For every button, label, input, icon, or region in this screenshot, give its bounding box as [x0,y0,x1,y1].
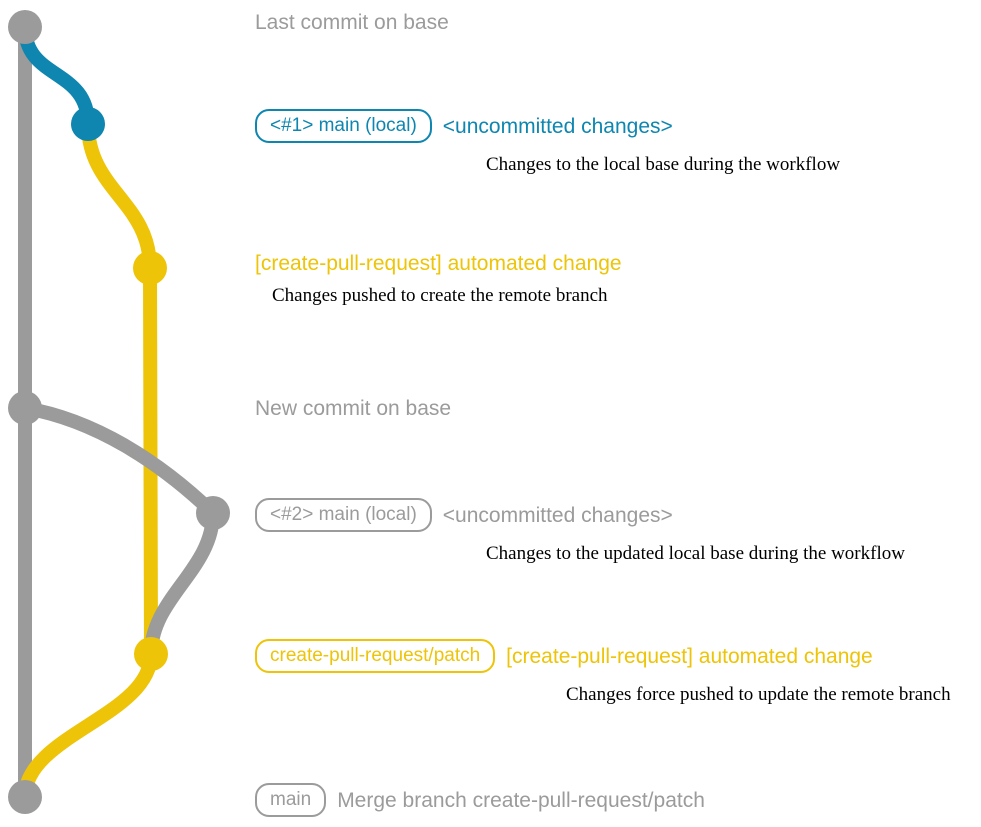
commit-headline: Last commit on base [255,12,449,33]
ref-badge[interactable]: main [255,783,327,817]
ref-badge[interactable]: <#2> main (local) [255,498,432,532]
commit-node-local-1[interactable] [71,107,105,141]
edge-merge-lane-to-patch [144,506,220,661]
commit-headline: <#2> main (local) <uncommitted changes> [255,498,673,532]
commit-message: Last commit on base [255,11,449,34]
commit-message: <uncommitted changes> [442,503,673,527]
commit-last-base: Last commit on base [255,12,449,33]
commit-headline: <#1> main (local) <uncommitted changes> [255,109,673,143]
commit-headline: create-pull-request/patch [create-pull-re… [255,639,873,673]
commit-merge: main Merge branch create-pull-request/pat… [255,783,705,817]
edge-local-to-patch [81,117,157,275]
commit-headline: New commit on base [255,398,451,419]
ref-badge[interactable]: <#1> main (local) [255,109,432,143]
commit-node-patch-2[interactable] [134,637,168,671]
commit-new-base: New commit on base [255,398,451,419]
commit-note: Changes to the local base during the wor… [486,154,841,175]
commit-node-new-base[interactable] [8,391,42,425]
commit-message: [create-pull-request] automated change [255,252,622,275]
commit-message: <uncommitted changes> [442,114,673,138]
commit-node-local-2[interactable] [196,496,230,530]
commit-node-patch-1[interactable] [133,251,167,285]
ref-badge[interactable]: create-pull-request/patch [255,639,496,673]
commit-message: New commit on base [255,397,452,420]
commit-headline: main Merge branch create-pull-request/pat… [255,783,705,817]
commit-headline: [create-pull-request] automated change [255,253,622,274]
edge-patch-to-merge [18,647,158,804]
commit-note: Changes force pushed to update the remot… [566,684,951,705]
commit-message: Merge branch create-pull-request/patch [337,788,705,812]
commit-local-1: <#1> main (local) <uncommitted changes> Ch… [255,109,840,174]
commit-node-last-base[interactable] [8,10,42,44]
edge-base-to-merge-lane [18,401,220,520]
commit-note: Changes pushed to create the remote bran… [272,285,608,306]
commit-node-merge[interactable] [8,780,42,814]
commit-local-2: <#2> main (local) <uncommitted changes> Ch… [255,498,905,563]
commit-patch-2: create-pull-request/patch [create-pull-re… [255,639,951,704]
commit-message: [create-pull-request] automated change [506,644,873,668]
commit-note: Changes to the updated local base during… [486,543,905,564]
